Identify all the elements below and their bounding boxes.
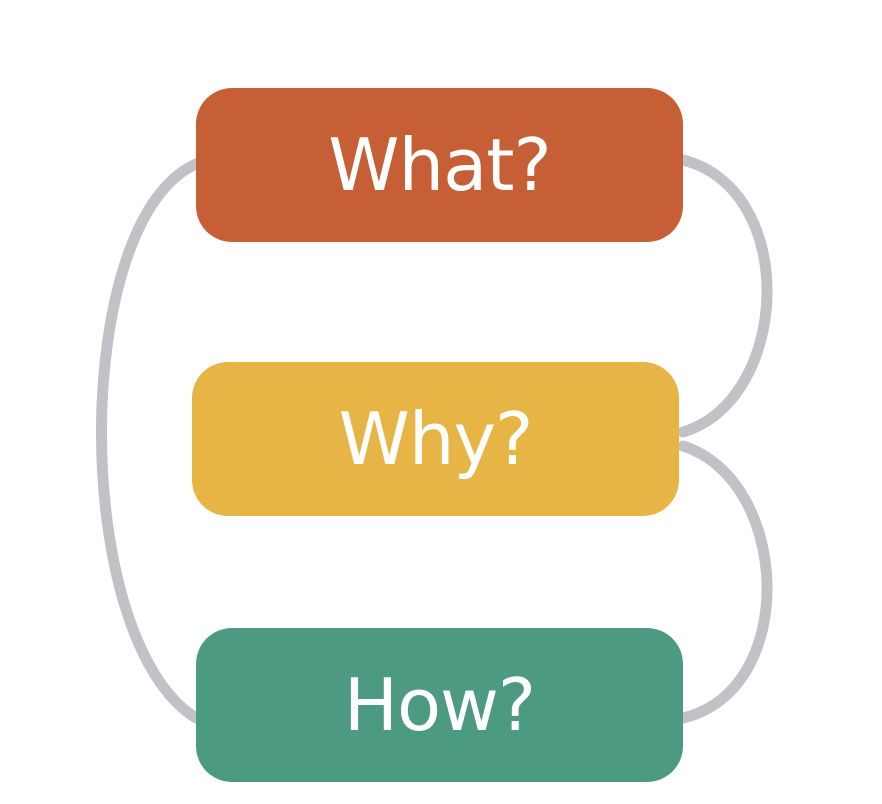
node-why-label: Why? — [338, 397, 534, 481]
node-what: What? — [196, 88, 683, 242]
edge-why-how — [677, 440, 773, 724]
node-how-label: How? — [343, 663, 536, 747]
edge-what-how — [96, 158, 202, 724]
node-why: Why? — [192, 362, 679, 516]
node-what-label: What? — [328, 123, 551, 207]
edge-what-why — [677, 154, 773, 438]
node-how: How? — [196, 628, 683, 782]
